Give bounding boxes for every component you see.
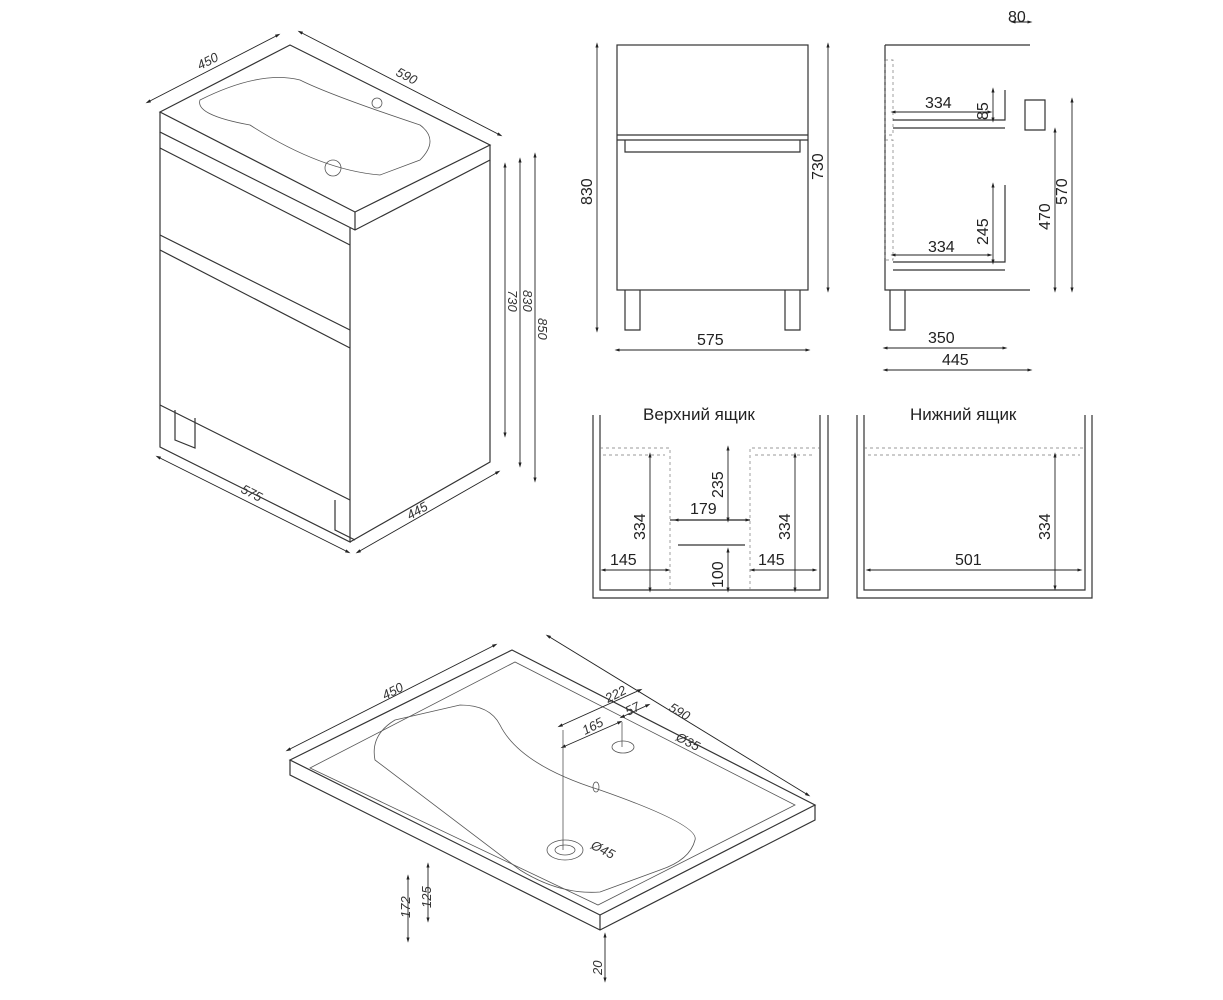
upper-h334-left-label: 334 — [632, 513, 649, 540]
lower-w501-label: 501 — [955, 552, 982, 569]
iso-width-label: 590 — [394, 64, 421, 88]
front-h730-label: 730 — [810, 153, 827, 180]
side-d445-label: 445 — [942, 352, 969, 369]
iso-h850-label: 850 — [535, 318, 550, 340]
side-top-label: 80 — [1008, 9, 1026, 26]
sink-165-label: 165 — [580, 714, 607, 738]
upper-drawer-title: Верхний ящик — [643, 405, 755, 424]
sink-depth-label: 450 — [380, 679, 407, 703]
side-d350-label: 350 — [928, 330, 955, 347]
upper-h235-label: 235 — [710, 471, 727, 498]
lower-drawer-section: Нижний ящик 334 501 — [856, 405, 1093, 599]
front-view: 830 730 575 — [579, 42, 830, 352]
sink-thickness-label: 20 — [590, 960, 605, 976]
sink-57-label: 57 — [623, 698, 643, 718]
isometric-cabinet-view: 450 590 575 445 730 830 850 — [145, 30, 550, 554]
upper-drawer-section: Верхний ящик 235 179 334 334 145 145 100 — [592, 405, 829, 599]
upper-w145-right-label: 145 — [758, 552, 785, 569]
iso-side-depth-label: 445 — [404, 498, 431, 522]
side-d334a-label: 334 — [925, 95, 952, 112]
lower-drawer-title: Нижний ящик — [910, 405, 1017, 424]
sink-top-view: 450 590 222 57 165 Ø35 Ø45 172 125 20 — [285, 634, 817, 983]
iso-front-width-label: 575 — [239, 481, 266, 505]
upper-w145-left-label: 145 — [610, 552, 637, 569]
side-h245-label: 245 — [975, 218, 992, 245]
sink-h172-label: 172 — [398, 896, 413, 918]
iso-h730-label: 730 — [505, 290, 520, 312]
sink-width-label: 590 — [667, 700, 694, 724]
side-h470-label: 470 — [1037, 203, 1054, 230]
side-h85-label: 85 — [975, 102, 992, 120]
upper-w179-label: 179 — [690, 501, 717, 518]
front-width-label: 575 — [697, 332, 724, 349]
iso-h830-label: 830 — [520, 290, 535, 312]
side-h570-label: 570 — [1054, 178, 1071, 205]
sink-h125-label: 125 — [419, 886, 434, 908]
front-h830-label: 830 — [579, 178, 596, 205]
upper-h334-right-label: 334 — [777, 513, 794, 540]
upper-h100-label: 100 — [710, 561, 727, 588]
side-section-view: 80 334 85 334 245 470 570 350 445 — [882, 9, 1074, 372]
side-d334b-label: 334 — [928, 239, 955, 256]
sink-222-label: 222 — [602, 682, 630, 706]
iso-depth-label: 450 — [195, 49, 222, 73]
lower-h334-label: 334 — [1037, 513, 1054, 540]
sink-drain-label: Ø45 — [588, 837, 618, 862]
